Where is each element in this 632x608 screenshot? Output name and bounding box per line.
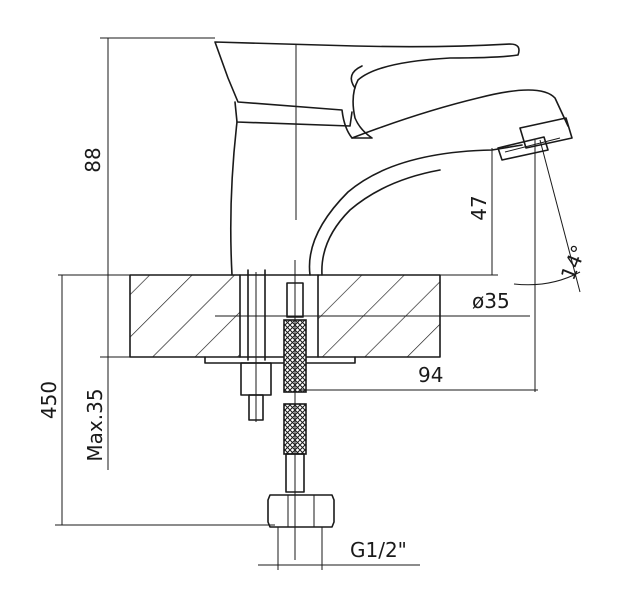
spout-inner-curve xyxy=(321,169,441,276)
faucet-body xyxy=(214,41,573,276)
aerator-tip xyxy=(497,136,549,161)
dimension-angle: 14° xyxy=(513,139,592,392)
aerator-center-line xyxy=(504,137,561,153)
dimension-max-thickness: Max.35 xyxy=(83,275,130,470)
spout-upper-profile xyxy=(351,89,569,139)
dimension-thread: G1/2" xyxy=(258,527,420,570)
dim-94-label: 94 xyxy=(418,363,443,387)
hose-connector-nut xyxy=(267,494,335,528)
dimension-hole-diameter: ø35 xyxy=(215,289,530,317)
mounting-rod xyxy=(240,269,272,422)
rod-end xyxy=(248,394,264,421)
lever-handle xyxy=(214,41,520,139)
supply-hose xyxy=(267,260,335,560)
dim-35-label: ø35 xyxy=(472,289,510,313)
lever-grip-curve xyxy=(350,65,363,89)
angle-label: 14° xyxy=(556,241,592,283)
dimension-hose-length: 450 xyxy=(37,275,275,526)
dimension-spout-height: 47 xyxy=(467,148,493,275)
body-left-profile xyxy=(229,121,238,276)
dimension-height-total: 88 xyxy=(81,37,215,275)
angle-leg-inclined xyxy=(539,139,581,293)
mounting-plate xyxy=(204,356,356,364)
spout-lower-profile xyxy=(308,144,523,276)
angle-arc xyxy=(513,271,581,286)
dim-max35-label: Max.35 xyxy=(83,388,107,461)
cartridge-collar xyxy=(234,101,353,127)
dim-88-label: 88 xyxy=(81,147,105,172)
dim-450-label: 450 xyxy=(37,381,61,419)
dimension-reach: 94 xyxy=(300,363,538,391)
dim-thread-label: G1/2" xyxy=(350,538,407,562)
dim-47-label: 47 xyxy=(467,195,491,220)
